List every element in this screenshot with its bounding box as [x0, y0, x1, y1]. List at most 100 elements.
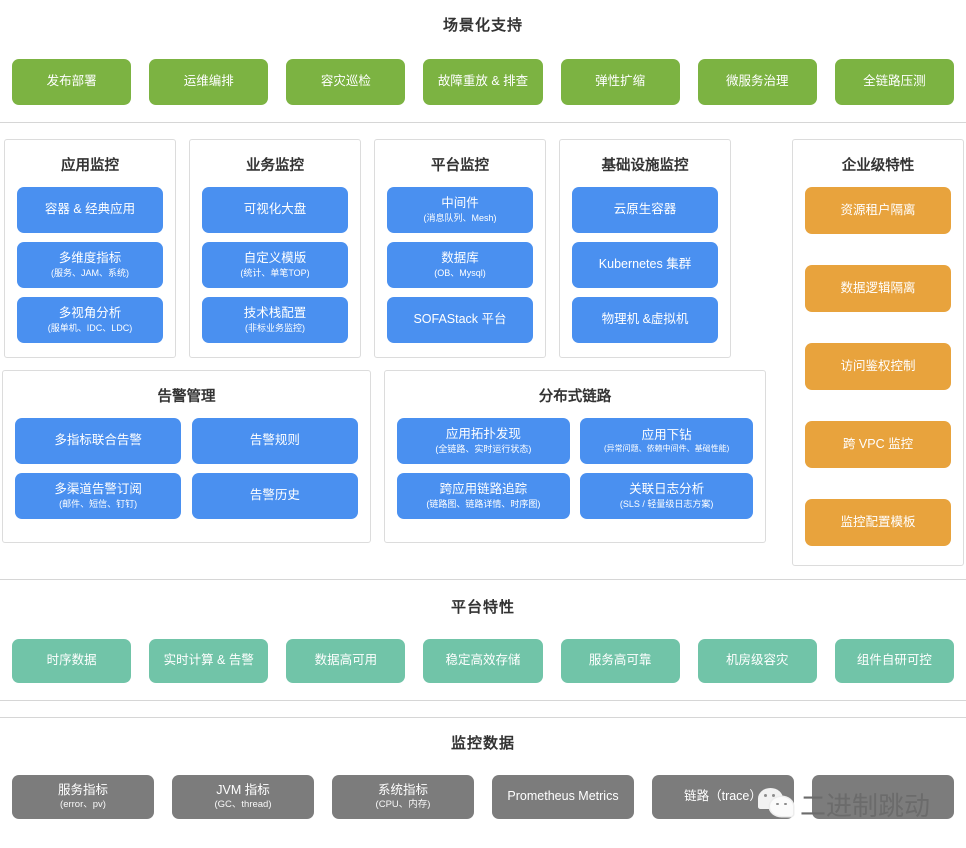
card-infrastructure-monitoring: 基础设施监控 云原生容器 Kubernetes 集群 物理机 &虚拟机: [559, 139, 731, 358]
feature-box[interactable]: 告警规则: [191, 418, 358, 464]
feature-sublabel: (服单机、IDC、LDC): [47, 322, 133, 333]
scenario-item-label: 全链路压测: [863, 74, 926, 89]
alert-trace-row: 告警管理 多指标联合告警 告警规则 多渠道告警订阅 (邮件、短信、钉钉): [2, 370, 779, 543]
feature-box[interactable]: 可视化大盘: [202, 187, 348, 233]
feature-box[interactable]: SOFAStack 平台: [387, 297, 533, 343]
enterprise-box[interactable]: 数据逻辑隔离: [805, 265, 951, 312]
platform-item-label: 时序数据: [46, 653, 97, 668]
feature-box[interactable]: 物理机 &虚拟机: [572, 297, 718, 343]
feature-box[interactable]: 关联日志分析 (SLS / 轻量级日志方案): [580, 473, 753, 519]
data-item[interactable]: 服务指标 (error、pv): [12, 775, 154, 819]
feature-box[interactable]: 容器 & 经典应用: [17, 187, 163, 233]
data-item[interactable]: [812, 775, 954, 819]
divider-after-scenario: [0, 122, 966, 123]
enterprise-label: 数据逻辑隔离: [840, 280, 916, 295]
feature-box[interactable]: 告警历史: [191, 473, 358, 519]
feature-box[interactable]: 应用拓扑发现 (全链路、实时运行状态): [397, 418, 570, 464]
feature-label: 自定义模版: [243, 251, 307, 266]
divider-after-platform-a: [0, 700, 966, 701]
feature-sublabel: (非标业务监控): [245, 322, 305, 333]
feature-box[interactable]: 中间件 (消息队列、Mesh): [387, 187, 533, 233]
scenario-support-section: 场景化支持 发布部署 运维编排 容灾巡检 故障重放 & 排查 弹性扩缩 微服务治…: [0, 0, 966, 105]
feature-label: 应用下钻: [641, 428, 692, 442]
enterprise-box[interactable]: 跨 VPC 监控: [805, 421, 951, 468]
data-item[interactable]: 系统指标 (CPU、内存): [332, 775, 474, 819]
capabilities-section: 应用监控 容器 & 经典应用 多维度指标 (服务、JAM、系统) 多视角分析 (…: [0, 123, 966, 566]
feature-label: 物理机 &虚拟机: [601, 312, 689, 327]
platform-item[interactable]: 服务高可靠: [560, 639, 680, 683]
card-application-monitoring: 应用监控 容器 & 经典应用 多维度指标 (服务、JAM、系统) 多视角分析 (…: [4, 139, 176, 358]
feature-label: 告警规则: [249, 433, 300, 448]
feature-sublabel: (统计、单笔TOP): [240, 267, 310, 278]
scenario-item[interactable]: 容灾巡检: [286, 59, 406, 105]
feature-sublabel: (OB、Mysql): [434, 267, 486, 278]
data-item[interactable]: JVM 指标 (GC、thread): [172, 775, 314, 819]
scenario-item-label: 发布部署: [46, 74, 97, 89]
feature-label: 跨应用链路追踪: [439, 482, 528, 497]
data-item-label: 服务指标: [57, 782, 108, 797]
scenario-item[interactable]: 微服务治理: [697, 59, 817, 105]
enterprise-box[interactable]: 访问鉴权控制: [805, 343, 951, 390]
enterprise-box[interactable]: 监控配置模板: [805, 499, 951, 546]
data-item-label: Prometheus Metrics: [507, 789, 619, 804]
scenario-item-label: 弹性扩缩: [595, 74, 646, 89]
data-item[interactable]: Prometheus Metrics: [492, 775, 634, 819]
card-enterprise-features: 企业级特性 资源租户隔离 数据逻辑隔离 访问鉴权控制 跨 VPC 监控 监控配置…: [792, 139, 964, 566]
data-section-title: 监控数据: [450, 735, 515, 752]
card-title: 企业级特性: [841, 158, 915, 174]
feature-box[interactable]: Kubernetes 集群: [572, 242, 718, 288]
card-distributed-trace: 分布式链路 应用拓扑发现 (全链路、实时运行状态) 应用下钻 (异常问题、依赖中…: [384, 370, 766, 543]
feature-sublabel: (全链路、实时运行状态): [435, 443, 532, 454]
platform-item-label: 组件自研可控: [856, 653, 932, 668]
feature-box[interactable]: 跨应用链路追踪 (链路图、链路详情、时序图): [397, 473, 570, 519]
enterprise-label: 访问鉴权控制: [840, 358, 916, 373]
data-item[interactable]: 链路（trace）: [652, 775, 794, 819]
platform-item[interactable]: 稳定高效存储: [423, 639, 543, 683]
platform-item-label: 数据高可用: [314, 653, 378, 668]
feature-box[interactable]: 多视角分析 (服单机、IDC、LDC): [17, 297, 163, 343]
feature-label: 容器 & 经典应用: [44, 202, 136, 217]
feature-label: 云原生容器: [613, 202, 677, 217]
scenario-item-label: 微服务治理: [726, 74, 789, 89]
data-item-label: JVM 指标: [216, 782, 270, 797]
scenario-pill-row: 发布部署 运维编排 容灾巡检 故障重放 & 排查 弹性扩缩 微服务治理 全链路压…: [0, 59, 966, 105]
feature-label: 多视角分析: [58, 306, 122, 321]
scenario-item[interactable]: 全链路压测: [834, 59, 954, 105]
scenario-item-label: 故障重放 & 排查: [437, 74, 529, 89]
platform-item[interactable]: 组件自研可控: [834, 639, 954, 683]
platform-item[interactable]: 实时计算 & 告警: [149, 639, 269, 683]
feature-label: 多渠道告警订阅: [54, 482, 142, 497]
scenario-item[interactable]: 发布部署: [12, 59, 132, 105]
scenario-section-title: 场景化支持: [442, 17, 523, 34]
card-business-monitoring: 业务监控 可视化大盘 自定义模版 (统计、单笔TOP) 技术栈配置 (非标业务监…: [189, 139, 361, 358]
scenario-item-label: 容灾巡检: [320, 74, 371, 89]
card-title: 平台监控: [431, 158, 489, 174]
enterprise-box[interactable]: 资源租户隔离: [805, 187, 951, 234]
scenario-item[interactable]: 弹性扩缩: [560, 59, 680, 105]
feature-label: 多指标联合告警: [54, 433, 142, 448]
scenario-item-label: 运维编排: [183, 74, 234, 89]
scenario-item[interactable]: 故障重放 & 排查: [423, 59, 543, 105]
feature-box[interactable]: 云原生容器: [572, 187, 718, 233]
feature-box[interactable]: 技术栈配置 (非标业务监控): [202, 297, 348, 343]
feature-sublabel: (SLS / 轻量级日志方案): [619, 498, 714, 509]
feature-box[interactable]: 数据库 (OB、Mysql): [387, 242, 533, 288]
feature-sublabel: (消息队列、Mesh): [423, 212, 497, 223]
feature-box[interactable]: 多维度指标 (服务、JAM、系统): [17, 242, 163, 288]
platform-item[interactable]: 数据高可用: [286, 639, 406, 683]
card-title: 告警管理: [157, 389, 216, 405]
feature-label: 应用拓扑发现: [445, 427, 521, 442]
feature-box[interactable]: 应用下钻 (异常问题、依赖中间件、基础性能): [580, 418, 753, 464]
platform-item[interactable]: 时序数据: [12, 639, 132, 683]
feature-box[interactable]: 多指标联合告警: [15, 418, 182, 464]
feature-label: SOFAStack 平台: [413, 312, 507, 327]
feature-box[interactable]: 多渠道告警订阅 (邮件、短信、钉钉): [15, 473, 182, 519]
monitoring-card-row: 应用监控 容器 & 经典应用 多维度指标 (服务、JAM、系统) 多视角分析 (…: [2, 139, 779, 358]
feature-label: 中间件: [441, 196, 479, 211]
feature-box[interactable]: 自定义模版 (统计、单笔TOP): [202, 242, 348, 288]
card-title: 基础设施监控: [601, 158, 689, 174]
feature-label: 可视化大盘: [243, 202, 307, 217]
platform-item[interactable]: 机房级容灾: [697, 639, 817, 683]
feature-sublabel: (异常问题、依赖中间件、基础性能): [604, 444, 730, 454]
scenario-item[interactable]: 运维编排: [149, 59, 269, 105]
